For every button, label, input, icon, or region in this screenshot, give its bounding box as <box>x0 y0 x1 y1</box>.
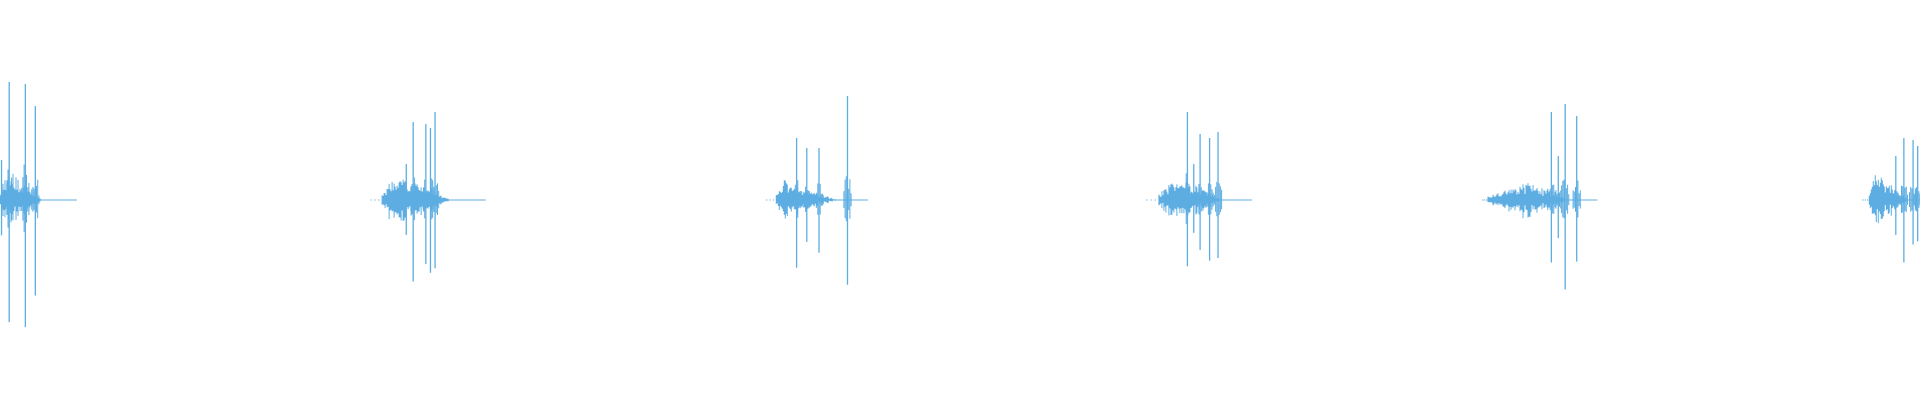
waveform-spike-cluster <box>1572 180 1581 218</box>
waveform-spike-cluster <box>1189 191 1198 208</box>
waveform-spike-cluster <box>1213 182 1223 217</box>
audio-clip-3 <box>766 96 868 285</box>
waveform-spike-cluster <box>1913 187 1920 212</box>
audio-clip-5 <box>1482 104 1598 290</box>
waveform-spike-cluster <box>802 186 811 212</box>
waveform-spike-cluster <box>792 180 801 218</box>
waveform-clips-group <box>0 82 1920 328</box>
waveform-spike-cluster <box>1891 190 1900 209</box>
audio-clip-4 <box>1146 112 1252 267</box>
waveform-spike-cluster <box>1205 183 1214 215</box>
audio-clip-6 <box>1862 138 1920 263</box>
waveform-spike-cluster <box>426 178 435 220</box>
audio-clip-2 <box>370 112 486 282</box>
waveform-spike-cluster <box>1899 185 1908 213</box>
waveform-spike-cluster <box>402 189 411 210</box>
waveform-spike-cluster <box>21 164 30 232</box>
waveform-spike-cluster <box>31 179 40 219</box>
waveform-spike-cluster <box>0 189 6 210</box>
waveform-spike-cluster <box>843 176 852 222</box>
waveform-spike-cluster <box>814 183 824 215</box>
waveform-spike-cluster <box>1547 184 1556 214</box>
waveform-spike-cluster <box>1554 190 1563 209</box>
audio-clip-1 <box>0 82 77 328</box>
waveform-spike-cluster <box>1183 173 1192 224</box>
